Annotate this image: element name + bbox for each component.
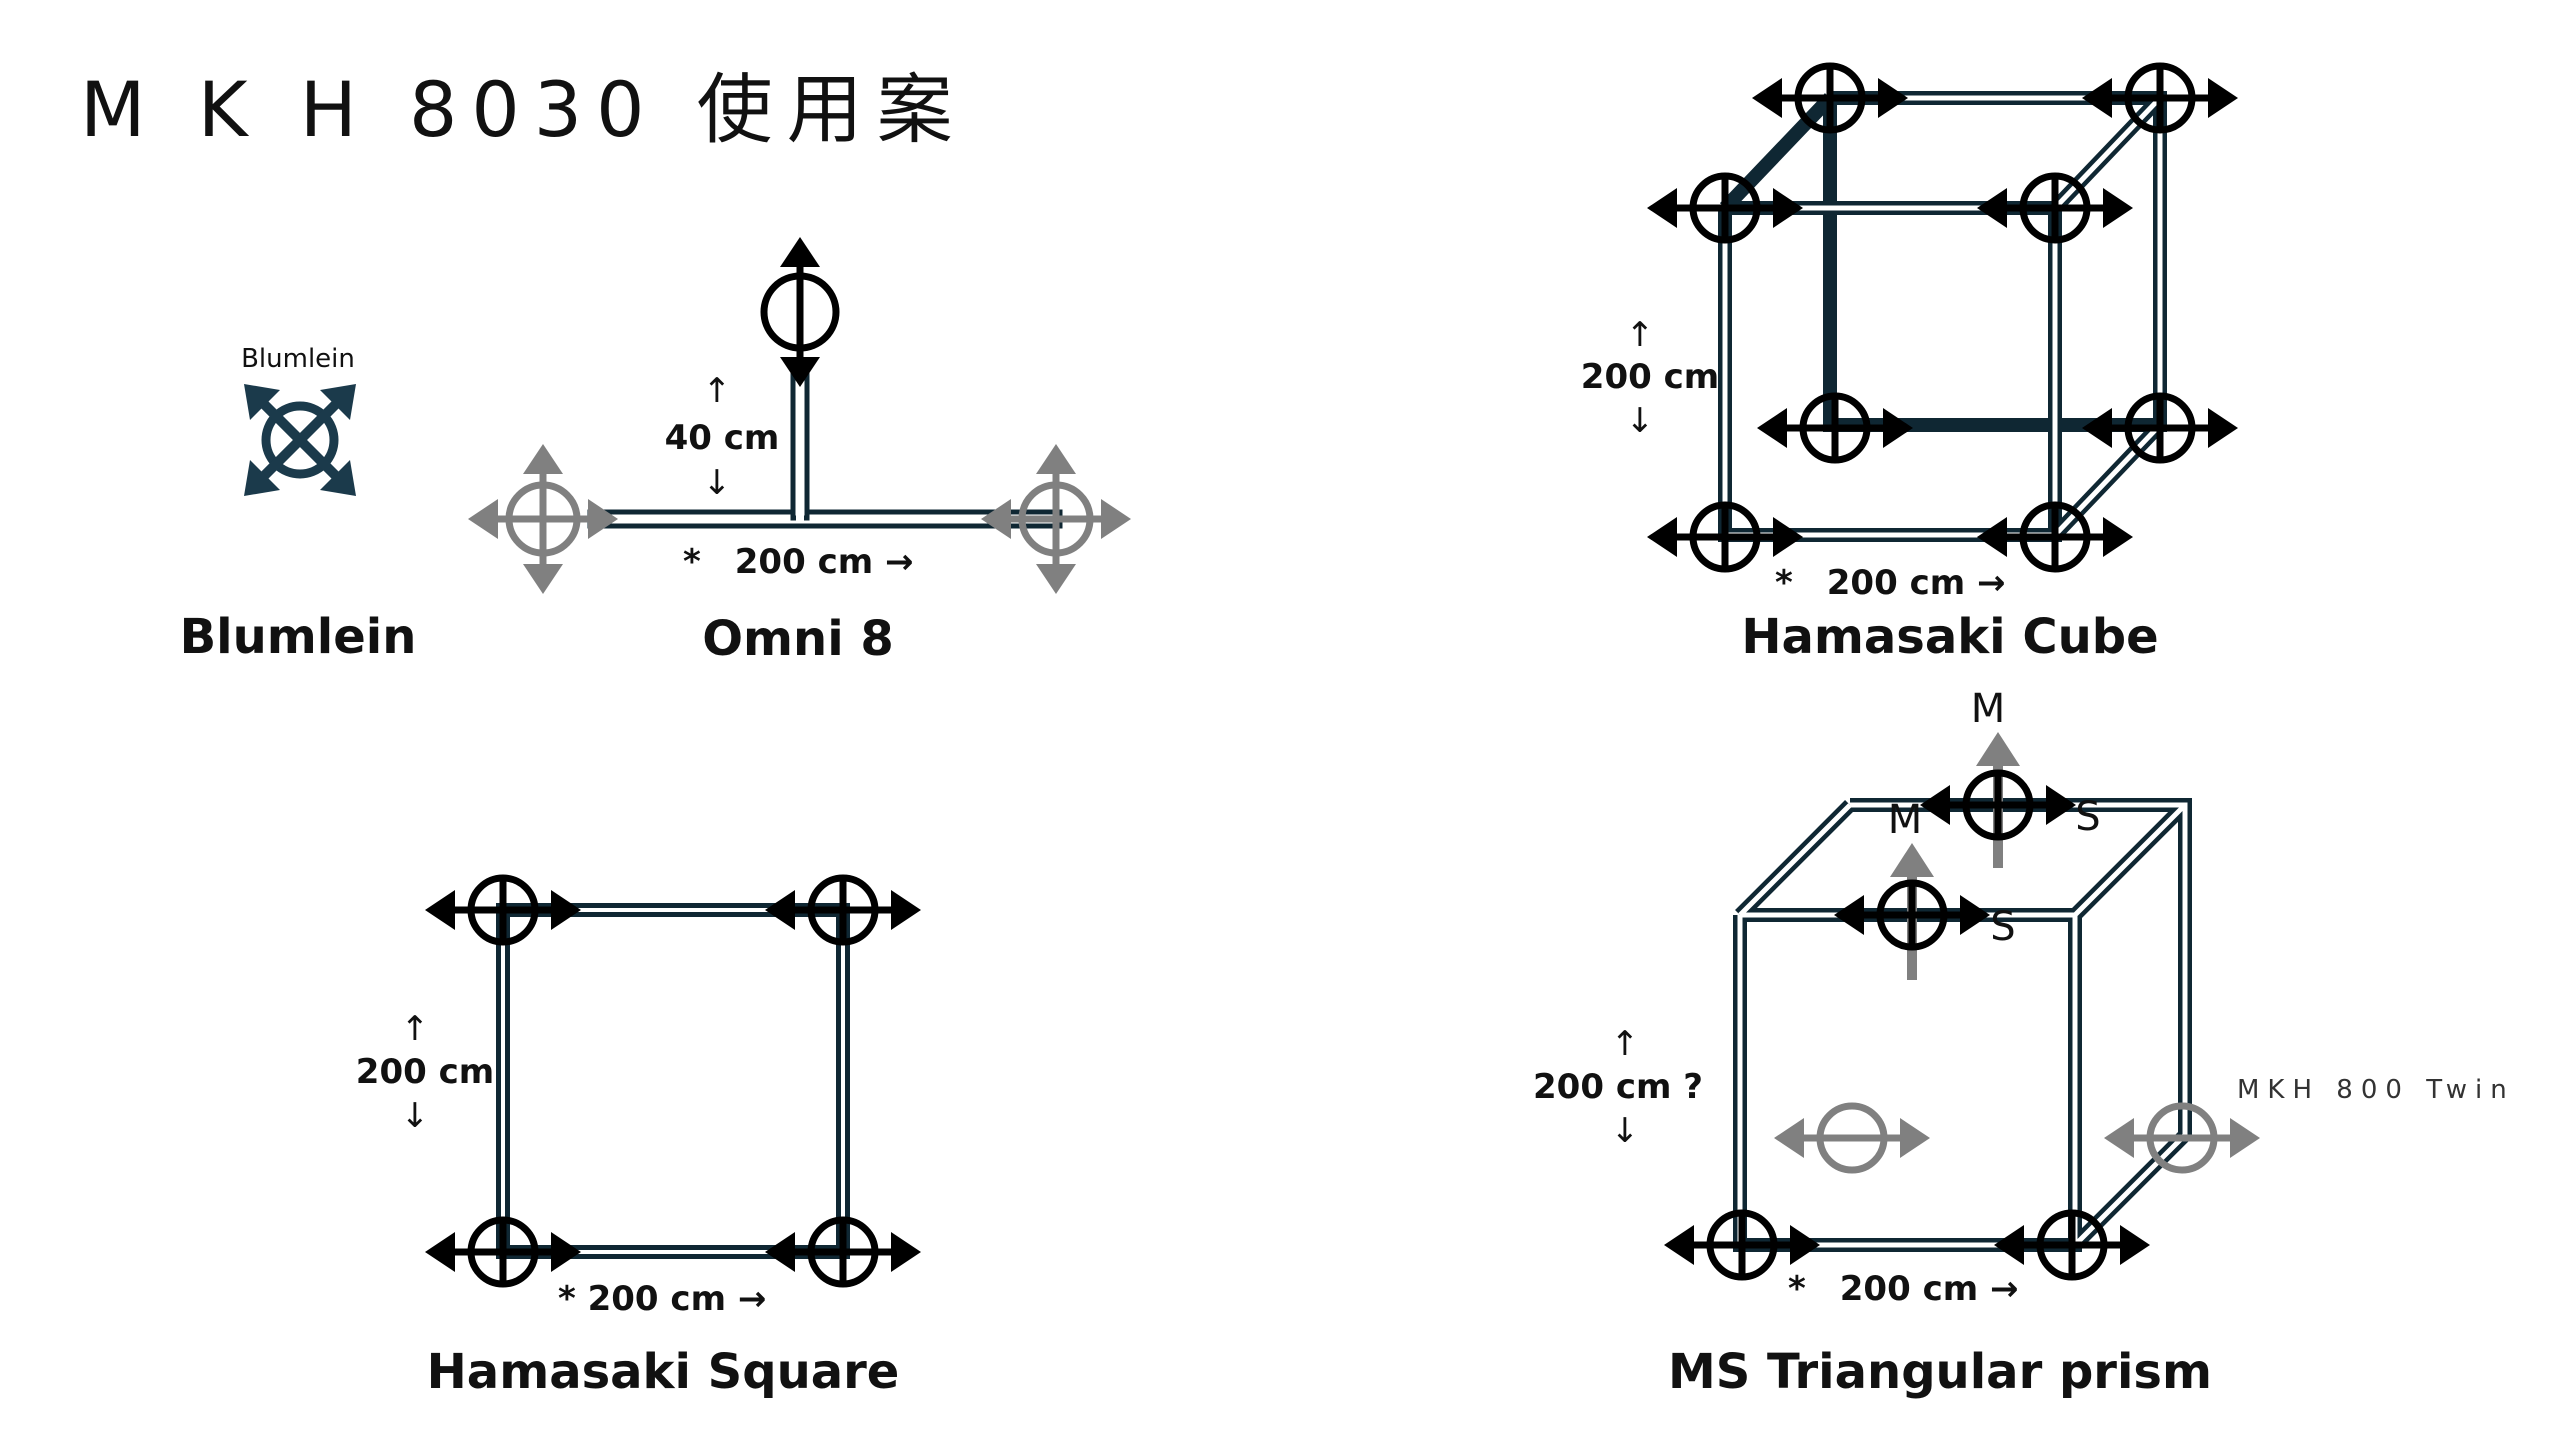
blumlein-mic-icon — [244, 384, 356, 496]
square-name: Hamasaki Square — [427, 1344, 900, 1400]
cube-mic-icon — [1647, 505, 1803, 569]
prism-s-label-front: S — [1990, 904, 2015, 950]
omni8-left-omni-mic-icon — [468, 444, 618, 594]
prism-dim-up-arrow: ↑ — [1611, 1024, 1640, 1064]
square-mic-icon — [425, 1220, 581, 1284]
cube-name: Hamasaki Cube — [1741, 609, 2158, 665]
prism-bottom-right-mic-icon — [1994, 1213, 2150, 1277]
cube-frame-inner — [1722, 95, 2163, 538]
prism-m-label-top: M — [1971, 686, 2006, 732]
square-mic-icon — [425, 878, 581, 942]
slide-title: M K H 8030 使用案 — [80, 65, 967, 154]
omni8-dim-vertical: 40 cm — [665, 418, 780, 458]
omni8-center-figure8-mic-icon — [760, 237, 840, 387]
blumlein-name: Blumlein — [180, 609, 417, 665]
prism-name: MS Triangular prism — [1668, 1344, 2212, 1400]
prism-m-label-back: M — [1888, 797, 1923, 843]
prism-mid-front-twin-mic-icon — [1774, 1106, 1930, 1170]
prism-top-front-ms-mic-icon — [1834, 883, 1990, 947]
square-dim-vertical: 200 cm — [356, 1052, 494, 1092]
square-mic-icon — [765, 1220, 921, 1284]
prism-dim-horizontal: * 200 cm → — [1788, 1269, 2019, 1309]
prism-dim-vertical: 200 cm ? — [1533, 1067, 1703, 1107]
omni8-name: Omni 8 — [702, 611, 894, 667]
prism-top-back-ms-mic-icon — [1920, 773, 2076, 837]
square-dim-down-arrow: ↓ — [401, 1096, 430, 1136]
cube-mic-icon — [2082, 66, 2238, 130]
blumlein-small-label: Blumlein — [241, 344, 355, 374]
prism-dim-down-arrow: ↓ — [1611, 1111, 1640, 1151]
square-mic-icon — [765, 878, 921, 942]
prism-s-label-back: S — [2075, 794, 2100, 840]
square-dim-horizontal: * 200 cm → — [558, 1279, 766, 1319]
prism-twin-label: MKH 800 Twin — [2237, 1075, 2515, 1105]
omni8-dim-up-arrow: ↑ — [703, 371, 732, 411]
omni8-frame — [587, 372, 1063, 529]
square-dim-up-arrow: ↑ — [401, 1009, 430, 1049]
cube-dim-down-arrow: ↓ — [1626, 401, 1655, 441]
cube-mic-icon — [1647, 176, 1803, 240]
square-frame — [496, 903, 850, 1259]
prism-frame-inner — [1737, 802, 2188, 1248]
cube-dim-vertical: 200 cm — [1581, 357, 1719, 397]
cube-mic-icon — [1977, 176, 2133, 240]
cube-mic-icon — [2082, 396, 2238, 460]
cube-mic-icon — [1757, 396, 1913, 460]
cube-dim-horizontal: * 200 cm → — [1775, 563, 2006, 603]
prism-bottom-left-mic-icon — [1664, 1213, 1820, 1277]
omni8-right-omni-mic-icon — [981, 444, 1131, 594]
omni8-dim-down-arrow: ↓ — [703, 463, 732, 503]
cube-mic-icon — [1977, 505, 2133, 569]
cube-dim-up-arrow: ↑ — [1626, 315, 1655, 355]
omni8-dim-horizontal: * 200 cm → — [683, 542, 914, 582]
cube-mic-icon — [1752, 66, 1908, 130]
